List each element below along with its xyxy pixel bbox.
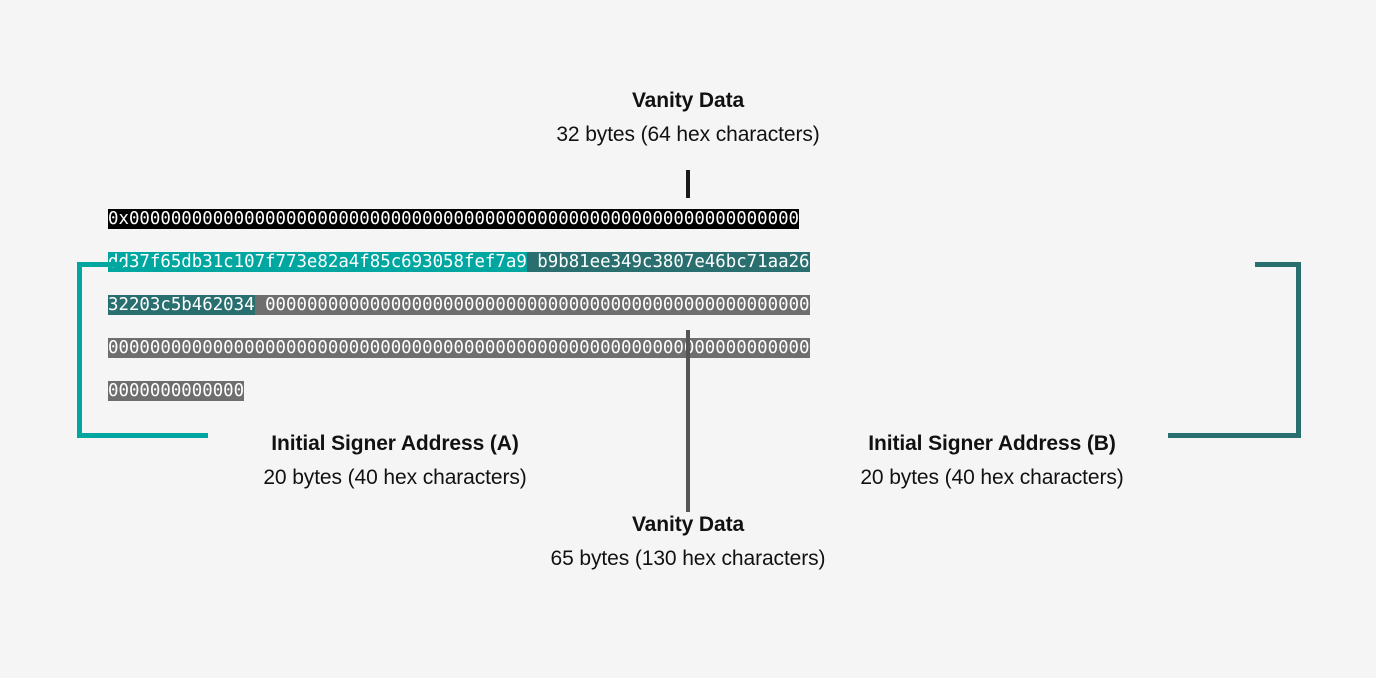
hex-row: 32203c5b462034 0000000000000000000000000… (108, 284, 1268, 327)
hex-row: dd37f65db31c107f773e82a4f85c693058fef7a9… (108, 241, 1268, 284)
hex-segment-signer-a: dd37f65db31c107f773e82a4f85c693058fef7a9 (108, 252, 527, 272)
vanity-data-top-title: Vanity Data (631, 89, 745, 112)
signer-b-title: Initial Signer Address (B) (868, 432, 1116, 455)
signer-a-title: Initial Signer Address (A) (271, 432, 519, 455)
vanity-data-top-callout: Vanity Data 32 bytes (64 hex characters) (0, 88, 1376, 149)
signer-a-subtitle: 20 bytes (40 hex characters) (263, 465, 527, 489)
hex-segment-signer-b: 32203c5b462034 (108, 295, 255, 315)
signer-b-callout: Initial Signer Address (B) 20 bytes (40 … (712, 431, 1272, 492)
vanity-data-bottom-subtitle: 65 bytes (130 hex characters) (550, 546, 826, 570)
hex-segment-filler: 0000000000000 (108, 381, 245, 401)
leader-line-bottom (686, 330, 690, 512)
vanity-data-top-subtitle: 32 bytes (64 hex characters) (556, 122, 820, 146)
vanity-data-bottom-title: Vanity Data (631, 513, 745, 536)
leader-line-top (686, 170, 690, 198)
hex-row: 0x00000000000000000000000000000000000000… (108, 198, 1268, 241)
hex-byte-block: 0x00000000000000000000000000000000000000… (108, 198, 1268, 413)
signer-a-callout: Initial Signer Address (A) 20 bytes (40 … (115, 431, 675, 492)
hex-row: 0000000000000 (108, 370, 1268, 413)
hex-segment-header: 0x00000000000000000000000000000000000000… (108, 209, 800, 229)
signer-a-bracket (77, 262, 123, 438)
signer-b-subtitle: 20 bytes (40 hex characters) (860, 465, 1124, 489)
signer-b-bracket-stub (1168, 433, 1260, 438)
hex-segment-filler: 0000000000000000000000000000000000000000… (254, 295, 810, 315)
hex-segment-signer-b: b9b81ee349c3807e46bc71aa26 (526, 252, 810, 272)
vanity-data-bottom-callout: Vanity Data 65 bytes (130 hex characters… (0, 512, 1376, 573)
hex-row: 0000000000000000000000000000000000000000… (108, 327, 1268, 370)
hex-segment-filler: 0000000000000000000000000000000000000000… (108, 338, 810, 358)
signer-a-bracket-stub (118, 433, 208, 438)
signer-b-bracket (1255, 262, 1301, 438)
